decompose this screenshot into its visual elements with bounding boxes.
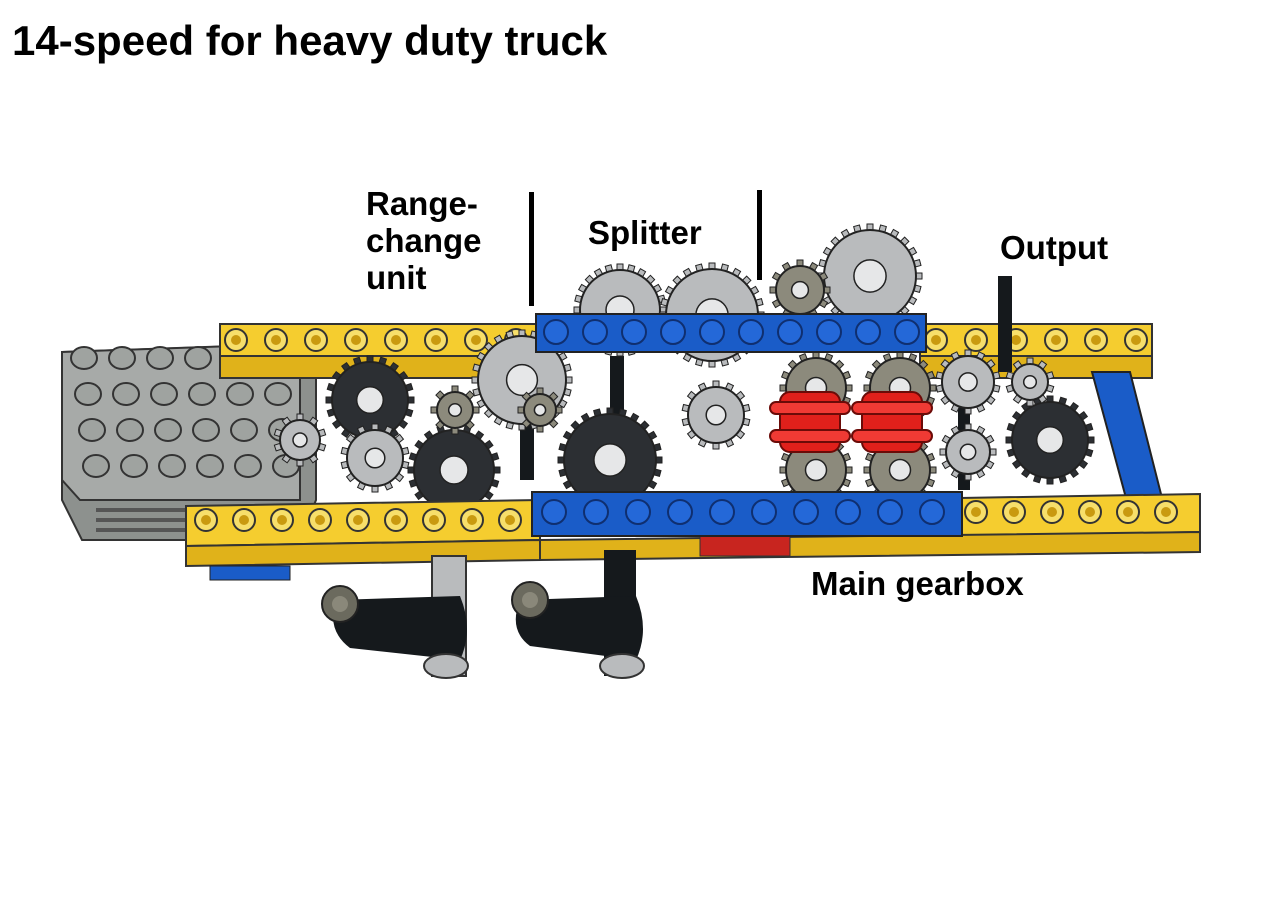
motor-stud: [116, 418, 144, 442]
gear: [1005, 357, 1055, 407]
gear: [557, 407, 663, 513]
beam-stud: [709, 499, 735, 525]
beam-hole-center: [1123, 507, 1133, 517]
beam-stud: [660, 319, 686, 345]
beam-stud: [582, 319, 608, 345]
beam-hole-center: [315, 515, 325, 525]
gear: [1005, 395, 1095, 485]
beam-stud: [738, 319, 764, 345]
beam-stud: [816, 319, 842, 345]
beam-hole-center: [1051, 335, 1061, 345]
shift-lever-left: [321, 555, 469, 679]
beam-hole-center: [431, 335, 441, 345]
beam-stud: [699, 319, 725, 345]
beam-stud: [541, 499, 567, 525]
beam-stud: [543, 319, 569, 345]
motor-stud: [74, 382, 102, 406]
motor-stud: [196, 454, 224, 478]
beam-hole-center: [271, 335, 281, 345]
diagram-title: 14-speed for heavy duty truck: [12, 17, 608, 64]
motor-stud: [230, 418, 258, 442]
beam-hole-center: [231, 335, 241, 345]
beam-stud: [835, 499, 861, 525]
gear: [517, 387, 563, 433]
beam-hole-center: [429, 515, 439, 525]
motor-stud: [154, 418, 182, 442]
beam-hole-center: [239, 515, 249, 525]
motor-stud: [188, 382, 216, 406]
beam-stud: [751, 499, 777, 525]
beam-hole-center: [1047, 507, 1057, 517]
beam-hole-center: [1085, 507, 1095, 517]
beam-hole-center: [1131, 335, 1141, 345]
blue-top-beam: [535, 313, 927, 353]
beam-hole-center: [391, 335, 401, 345]
beam-hole-center: [1009, 507, 1019, 517]
range-change-unit-label: Range- change unit: [366, 185, 482, 296]
beam-hole-center: [311, 335, 321, 345]
beam-hole-center: [1011, 335, 1021, 345]
motor-stud: [226, 382, 254, 406]
gear: [769, 259, 831, 321]
splitter-label: Splitter: [588, 214, 702, 251]
beam-hole-center: [971, 335, 981, 345]
motor-stud: [150, 382, 178, 406]
blue-front-beam: [531, 491, 963, 537]
beam-hole-center: [351, 335, 361, 345]
motor-stud: [78, 418, 106, 442]
motor-stud: [146, 346, 174, 370]
right-blue-side-beam: [1090, 371, 1164, 499]
gear: [939, 423, 997, 481]
beam-hole-center: [1091, 335, 1101, 345]
main-gearbox-label: Main gearbox: [811, 565, 1024, 602]
beam-stud: [777, 319, 803, 345]
motor-stud: [192, 418, 220, 442]
gear: [430, 385, 480, 435]
motor-stud: [234, 454, 262, 478]
motor-stud: [158, 454, 186, 478]
beam-hole-center: [353, 515, 363, 525]
beam-stud: [583, 499, 609, 525]
gear: [273, 413, 327, 467]
section-divider-splitter-main: [757, 190, 762, 280]
beam-stud: [625, 499, 651, 525]
beam-hole-center: [931, 335, 941, 345]
red-clutch-gears: [769, 391, 933, 453]
beam-stud: [894, 319, 920, 345]
gear: [340, 423, 410, 493]
beam-hole-center: [391, 515, 401, 525]
beam-hole-center: [201, 515, 211, 525]
beam-stud: [877, 499, 903, 525]
gear: [681, 380, 751, 450]
back-yellow-beam: [219, 323, 1153, 379]
beam-hole-center: [277, 515, 287, 525]
motor-stud: [70, 346, 98, 370]
motor-stud: [184, 346, 212, 370]
motor-stud: [82, 454, 110, 478]
gear: [935, 349, 1001, 415]
beam-stud: [793, 499, 819, 525]
shift-lever-right: [511, 550, 645, 679]
beam-stud: [855, 319, 881, 345]
motor-stud: [120, 454, 148, 478]
beam-stud: [667, 499, 693, 525]
beam-hole-center: [1161, 507, 1171, 517]
motor-stud: [108, 346, 136, 370]
section-divider-range-splitter: [529, 192, 534, 306]
motor-stud: [112, 382, 140, 406]
beam-stud: [919, 499, 945, 525]
gear: [817, 223, 923, 329]
beam-hole-center: [971, 507, 981, 517]
output-label: Output: [1000, 229, 1109, 266]
beam-stud: [621, 319, 647, 345]
beam-hole-center: [471, 335, 481, 345]
beam-hole-center: [505, 515, 515, 525]
motor-stud: [264, 382, 292, 406]
beam-hole-center: [467, 515, 477, 525]
